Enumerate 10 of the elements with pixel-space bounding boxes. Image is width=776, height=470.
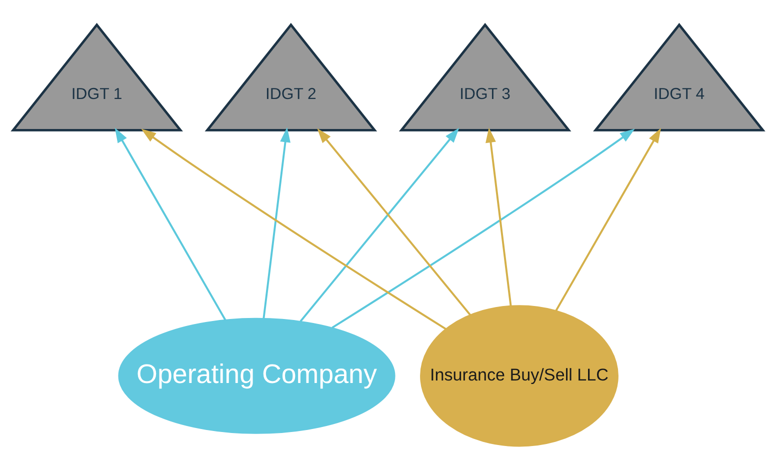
arrow — [555, 128, 661, 310]
arrow — [317, 128, 472, 316]
node-ellipse: Insurance Buy/Sell LLC — [420, 304, 618, 446]
node-ellipse: Operating Company — [118, 317, 396, 434]
arrow — [332, 128, 635, 328]
arrow — [262, 126, 290, 318]
arrow — [300, 127, 460, 322]
arrow — [114, 127, 226, 320]
arrow — [141, 128, 446, 330]
arrow — [486, 127, 512, 306]
